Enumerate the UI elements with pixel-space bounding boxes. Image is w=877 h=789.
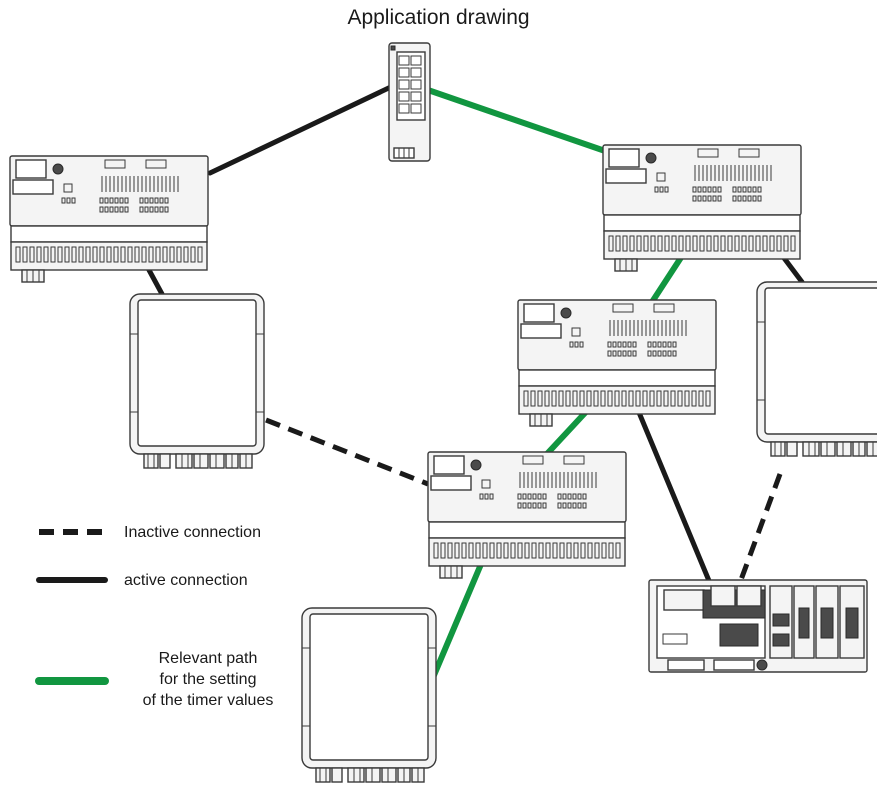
io-enclosure-icon xyxy=(129,293,265,469)
controller-station-icon xyxy=(648,579,868,673)
managed-switch-module-icon xyxy=(602,144,802,272)
connection-inactive xyxy=(265,417,429,487)
io-enclosure-icon xyxy=(301,607,437,783)
legend-active-label: active connection xyxy=(124,572,248,589)
legend-relevant-label: Relevant path for the setting of the tim… xyxy=(113,648,303,711)
connection-relevant xyxy=(425,87,611,155)
io-enclosure-icon xyxy=(756,281,877,457)
connection-active xyxy=(625,383,715,591)
managed-switch-module-icon xyxy=(9,155,209,283)
legend-relevant-line2: for the setting xyxy=(159,671,257,688)
din-rail-ethernet-switch-icon xyxy=(388,42,431,162)
managed-switch-module-icon xyxy=(427,451,627,579)
connection-inactive xyxy=(735,473,783,589)
connection-active xyxy=(207,82,398,176)
legend-relevant-line1: Relevant path xyxy=(158,650,258,667)
managed-switch-module-icon xyxy=(517,299,717,427)
legend-inactive-label: Inactive connection xyxy=(124,524,261,541)
legend-relevant-line3: of the timer values xyxy=(142,692,274,709)
connection-relevant xyxy=(429,547,490,683)
diagram-title: Application drawing xyxy=(347,6,530,29)
